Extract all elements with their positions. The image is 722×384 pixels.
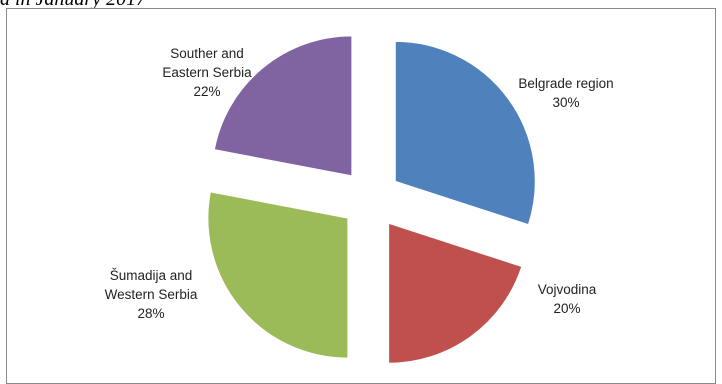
chart-frame — [6, 8, 716, 384]
pie-slice — [213, 35, 353, 177]
pie-slice — [207, 191, 349, 359]
pie-slice — [394, 40, 536, 226]
pie-slice — [388, 222, 523, 364]
figure-caption: a in January 2017 — [0, 0, 146, 11]
